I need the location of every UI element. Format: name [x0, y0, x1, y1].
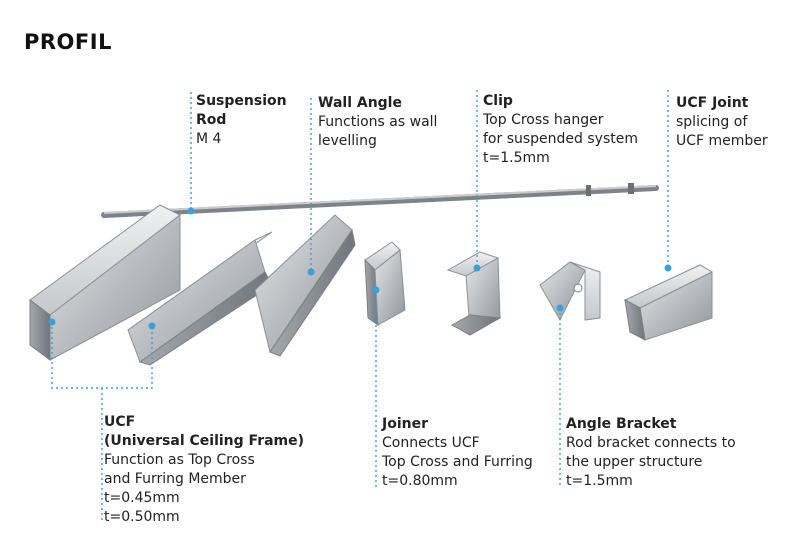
clip-desc-2: for suspended system — [483, 131, 638, 147]
label-angle-bracket: Angle Bracket Rod bracket connects to th… — [566, 415, 736, 491]
wall-angle-desc-1: Functions as wall — [318, 114, 438, 130]
joiner-title: Joiner — [382, 416, 428, 432]
clip-image — [446, 251, 502, 336]
leader-dots — [48, 207, 672, 330]
suspension-rod-desc-1: M 4 — [196, 131, 222, 147]
ucf-profile-large-image — [29, 204, 181, 361]
ucf-profile-small-image — [127, 231, 273, 366]
ucf-desc-3: t=0.45mm — [104, 490, 180, 506]
angle-bracket-image — [539, 261, 601, 322]
ucf-joint-title: UCF Joint — [676, 95, 749, 111]
angle-bracket-desc-1: Rod bracket connects to — [566, 435, 736, 451]
ucf-desc-1: Function as Top Cross — [104, 452, 255, 468]
joiner-desc-2: Top Cross and Furring — [382, 454, 533, 470]
joiner-desc-1: Connects UCF — [382, 435, 480, 451]
leader-lines — [51, 90, 669, 520]
clip-title: Clip — [483, 93, 513, 109]
label-joiner: Joiner Connects UCF Top Cross and Furrin… — [382, 415, 533, 491]
label-ucf-joint: UCF Joint splicing of UCF member — [676, 94, 768, 151]
angle-bracket-title: Angle Bracket — [566, 416, 677, 432]
wall-angle-title: Wall Angle — [318, 95, 402, 111]
joiner-image — [364, 241, 406, 326]
wall-angle-image — [254, 214, 356, 357]
suspension-rod-title-line2: Rod — [196, 112, 227, 128]
ucf-joint-desc-2: UCF member — [676, 133, 768, 149]
clip-desc-1: Top Cross hanger — [483, 112, 604, 128]
ucf-title-line2: (Universal Ceiling Frame) — [104, 433, 305, 449]
suspension-rod-image — [101, 183, 659, 218]
label-suspension-rod: Suspension Rod M 4 — [196, 92, 287, 149]
wall-angle-desc-2: levelling — [318, 133, 377, 149]
page-title: PROFIL — [24, 30, 112, 54]
ucf-joint-desc-1: splicing of — [676, 114, 748, 130]
ucf-desc-4: t=0.50mm — [104, 509, 180, 525]
angle-bracket-desc-3: t=1.5mm — [566, 473, 633, 489]
joiner-desc-3: t=0.80mm — [382, 473, 458, 489]
suspension-rod-title-line1: Suspension — [196, 93, 287, 109]
ucf-joint-image — [623, 264, 714, 341]
ucf-desc-2: and Furring Member — [104, 471, 246, 487]
angle-bracket-desc-2: the upper structure — [566, 454, 703, 470]
label-wall-angle: Wall Angle Functions as wall levelling — [318, 94, 437, 151]
label-ucf: UCF (Universal Ceiling Frame) Function a… — [104, 413, 304, 527]
clip-desc-3: t=1.5mm — [483, 150, 550, 166]
ucf-title-line1: UCF — [104, 414, 136, 430]
label-clip: Clip Top Cross hanger for suspended syst… — [483, 92, 638, 168]
